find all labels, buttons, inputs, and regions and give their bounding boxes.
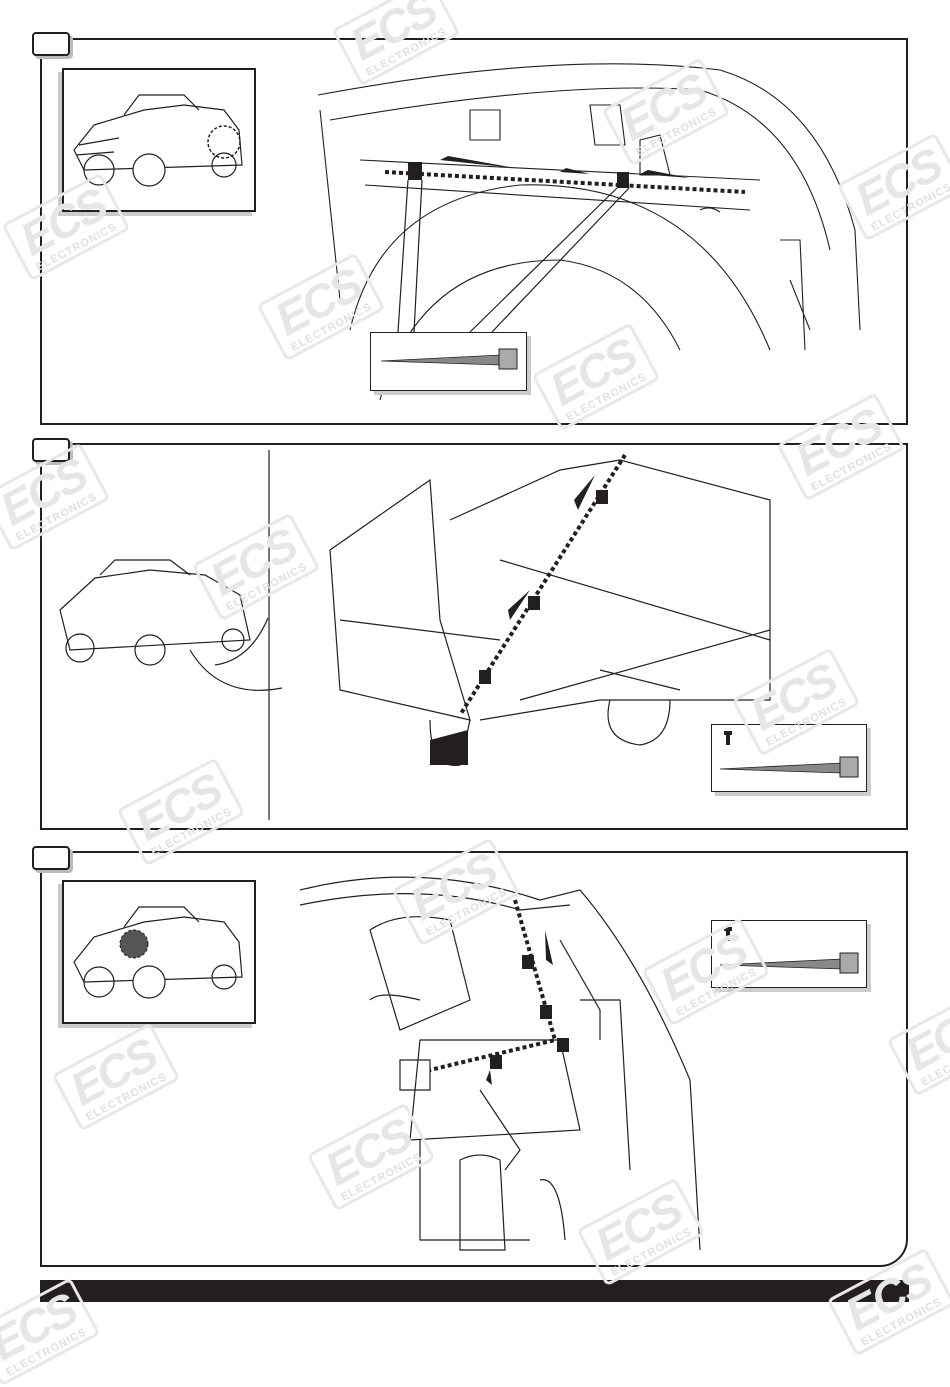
- cable-tie-marker: [540, 1005, 552, 1019]
- cable-tie-marker: [528, 596, 540, 610]
- step-number-box-3: [32, 846, 70, 870]
- cable-tie-marker: [557, 1038, 569, 1052]
- vehicle-thumbnail-engine-bay: [62, 880, 256, 1024]
- cable-tie-marker: [617, 172, 629, 188]
- arrow-icon: [486, 930, 553, 1085]
- cable-tie-icon: [380, 348, 518, 370]
- arrow-icon: [440, 156, 690, 178]
- cable-tie-callout-1: [370, 332, 527, 391]
- pin-icon: [724, 731, 732, 745]
- cable-route: [429, 899, 558, 1072]
- cable-tie-callout-3: [711, 920, 867, 988]
- cable-tie-callout-2: [711, 724, 867, 792]
- cable-tie-marker: [408, 162, 422, 180]
- engine-bay-drawing: [299, 876, 701, 1251]
- cable-tie-marker: [490, 1055, 502, 1069]
- truck-icon: [73, 906, 243, 999]
- cable-tie-marker: [596, 490, 608, 504]
- cable-tie-icon: [719, 731, 859, 778]
- footer-bar: [40, 1280, 909, 1302]
- step-number-box-2: [32, 438, 70, 462]
- underbody-drawing: [59, 450, 771, 820]
- truck-icon: [73, 94, 243, 187]
- cable-tie-marker: [522, 955, 534, 969]
- vehicle-thumbnail-rear-arch: [62, 68, 256, 212]
- cable-tie-icon: [719, 927, 859, 974]
- pin-icon: [724, 927, 732, 941]
- cable-tie-marker: [479, 670, 491, 684]
- step-number-box-1: [32, 32, 70, 56]
- arrow-icon: [508, 475, 595, 620]
